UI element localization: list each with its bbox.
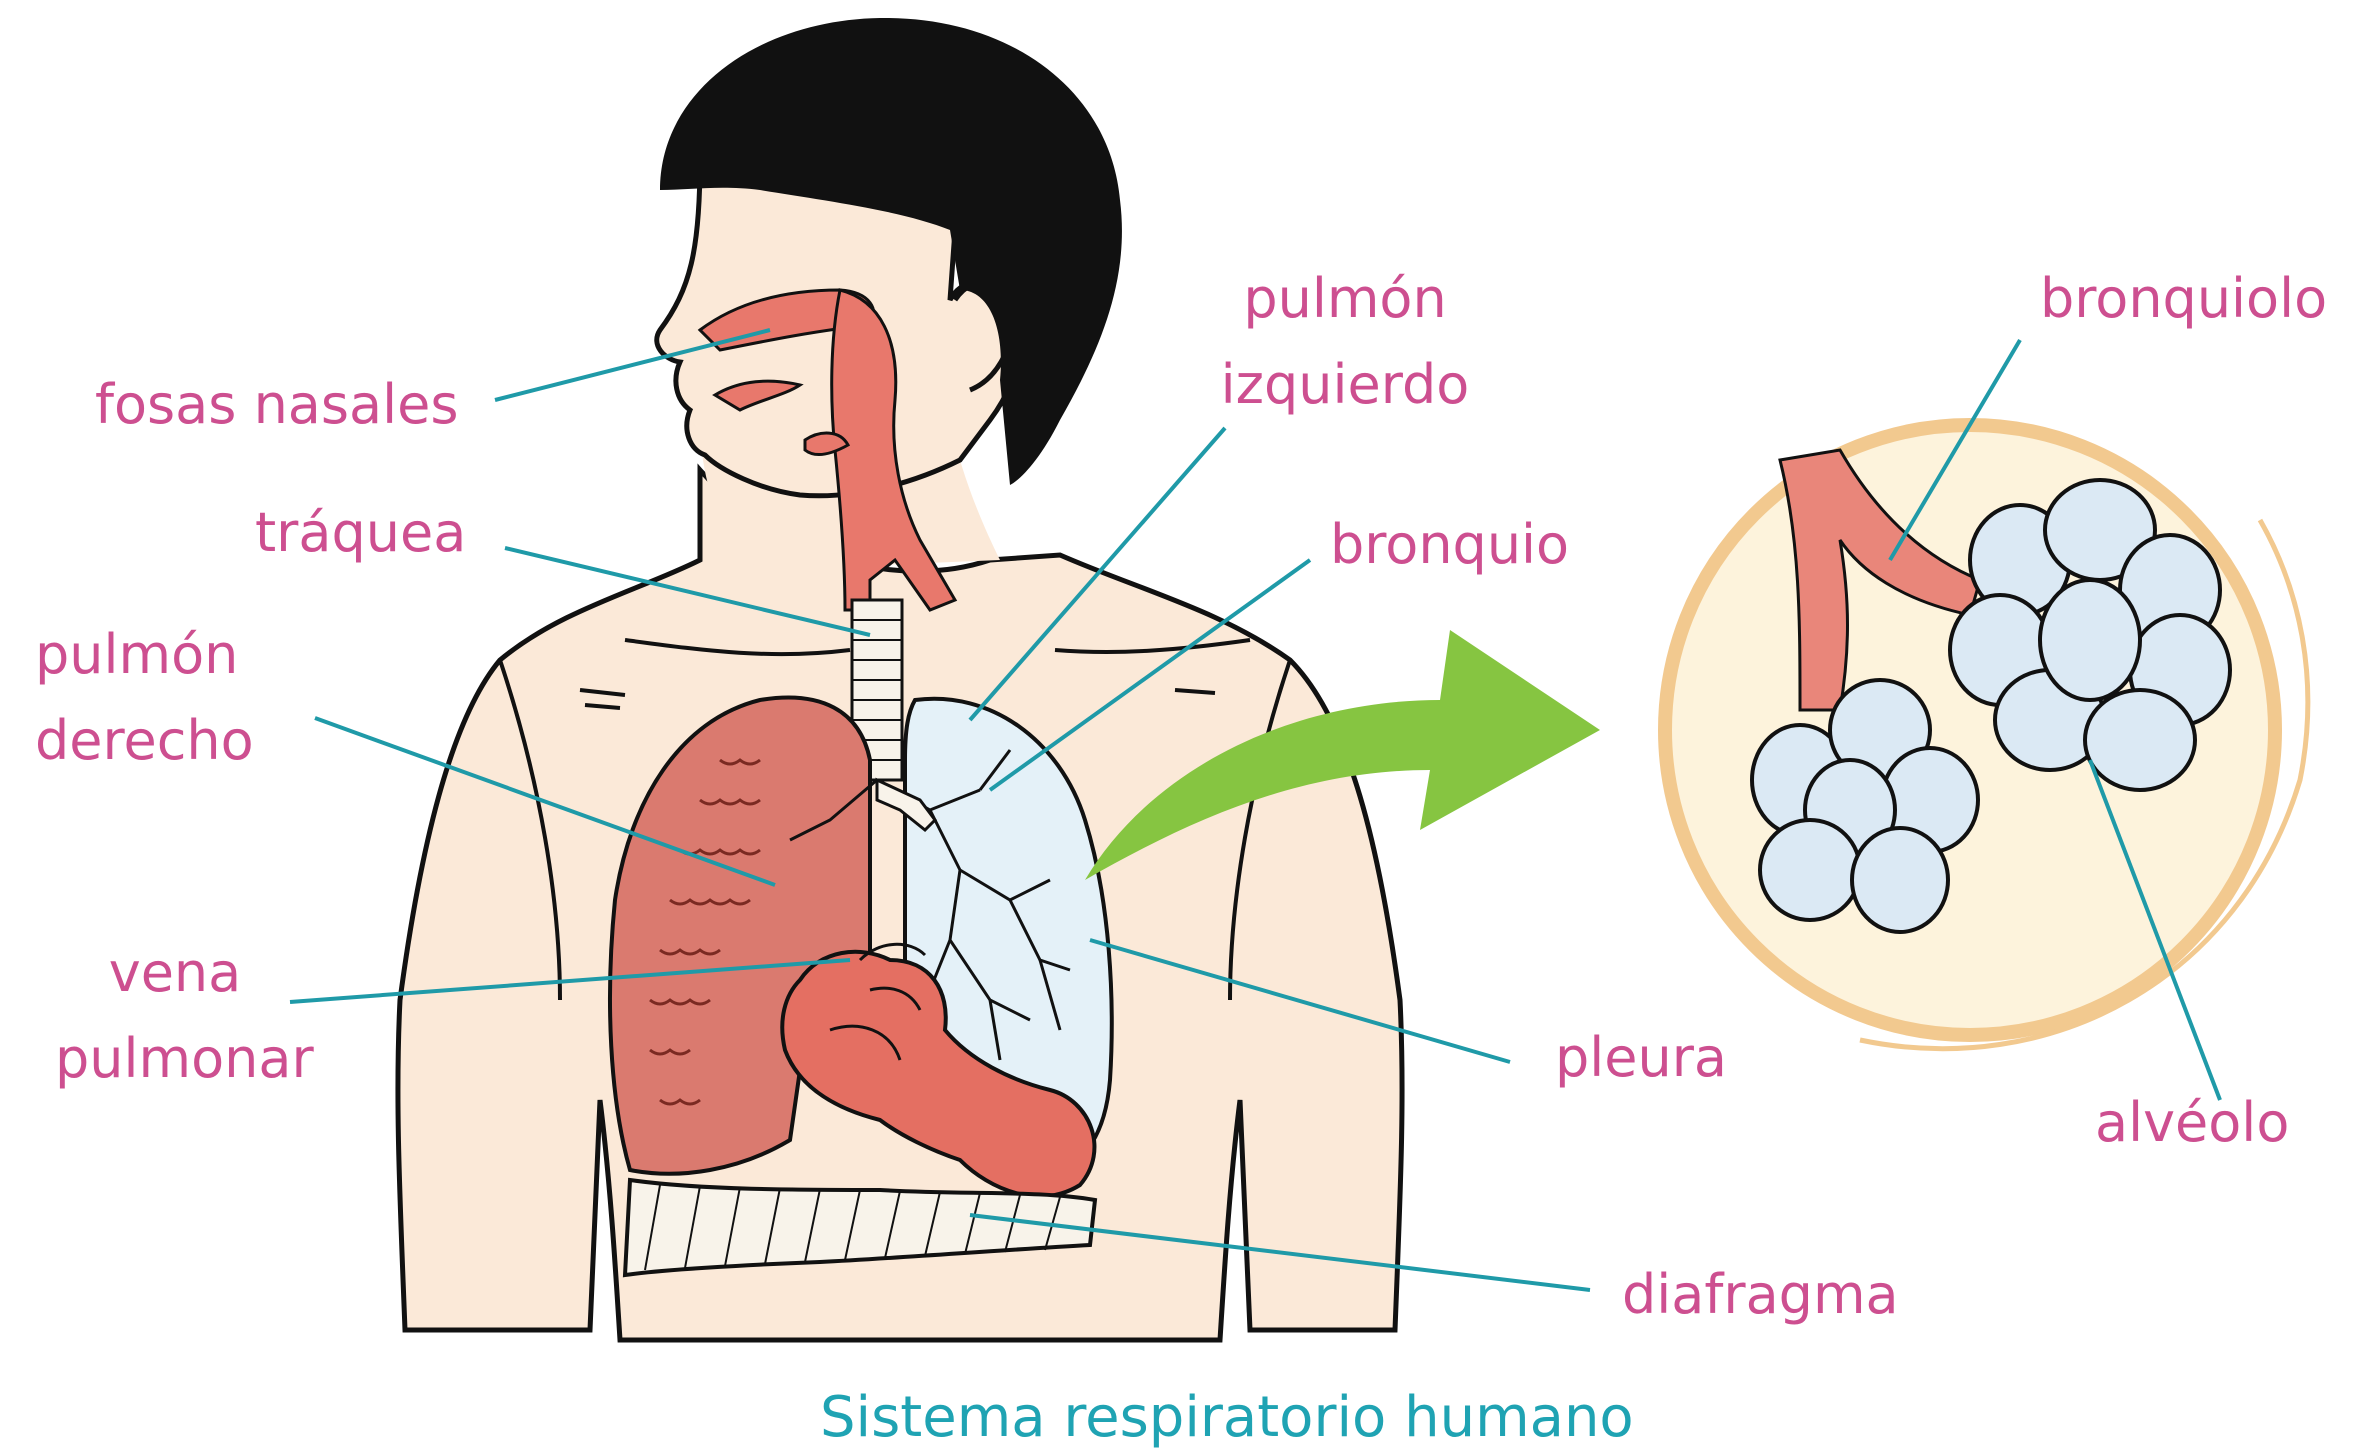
label-pulmon-derecho-line1: pulmón — [35, 612, 254, 698]
label-pleura: pleura — [1555, 1015, 1727, 1101]
label-traquea: tráquea — [255, 490, 466, 576]
label-vena-pulmonar: vena pulmonar — [55, 930, 295, 1102]
label-diafragma: diafragma — [1622, 1252, 1899, 1338]
label-bronquiolo: bronquiolo — [2040, 256, 2327, 342]
label-pulmon-derecho-line2: derecho — [35, 698, 254, 784]
label-alveolo: alvéolo — [2095, 1080, 2289, 1166]
label-vena-pulmonar-line1: vena — [55, 930, 295, 1016]
diagram-caption: Sistema respiratorio humano — [820, 1385, 1634, 1450]
label-pulmon-derecho: pulmón derecho — [35, 612, 254, 784]
label-vena-pulmonar-line2: pulmonar — [55, 1016, 295, 1102]
label-pulmon-izquierdo-line2: izquierdo — [1210, 342, 1480, 428]
label-pulmon-izquierdo-line1: pulmón — [1210, 256, 1480, 342]
label-bronquio: bronquio — [1330, 502, 1569, 588]
label-pulmon-izquierdo: pulmón izquierdo — [1210, 256, 1480, 428]
label-fosas-nasales: fosas nasales — [95, 362, 458, 448]
